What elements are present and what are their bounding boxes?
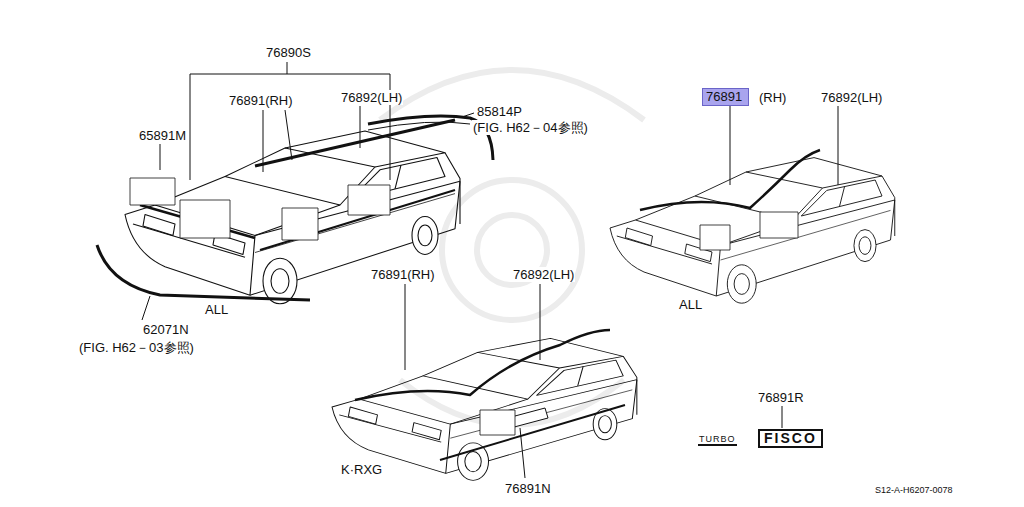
part-label: 76892(LH) — [820, 90, 883, 105]
part-label: (FIG. H62－04参照) — [472, 120, 589, 135]
part-number: 76891 — [706, 89, 742, 104]
part-label: 62071N — [142, 322, 190, 337]
part-label: 85814P — [476, 104, 523, 119]
part-label: ALL — [204, 302, 229, 317]
highlighted-part-number: 76891 — [702, 88, 749, 106]
emblem-text: FISCO — [758, 429, 823, 448]
part-label: 76891R — [757, 390, 805, 405]
part-label: 76891N — [504, 481, 552, 496]
emblem-text: TURBO — [698, 434, 737, 446]
figure-code: S12-A-H6207-0078 — [874, 485, 954, 496]
part-label: (FIG. H62－03参照) — [78, 340, 195, 355]
part-label: 76890S — [265, 45, 312, 60]
part-label: 76891(RH) — [370, 267, 436, 282]
part-label: (RH) — [758, 90, 787, 105]
part-label: K·RXG — [340, 462, 383, 477]
part-label: 76891(RH) — [228, 93, 294, 108]
part-label: 76892(LH) — [340, 90, 403, 105]
part-label: ALL — [678, 297, 703, 312]
part-label: 76892(LH) — [512, 267, 575, 282]
part-label: 65891M — [138, 128, 187, 143]
